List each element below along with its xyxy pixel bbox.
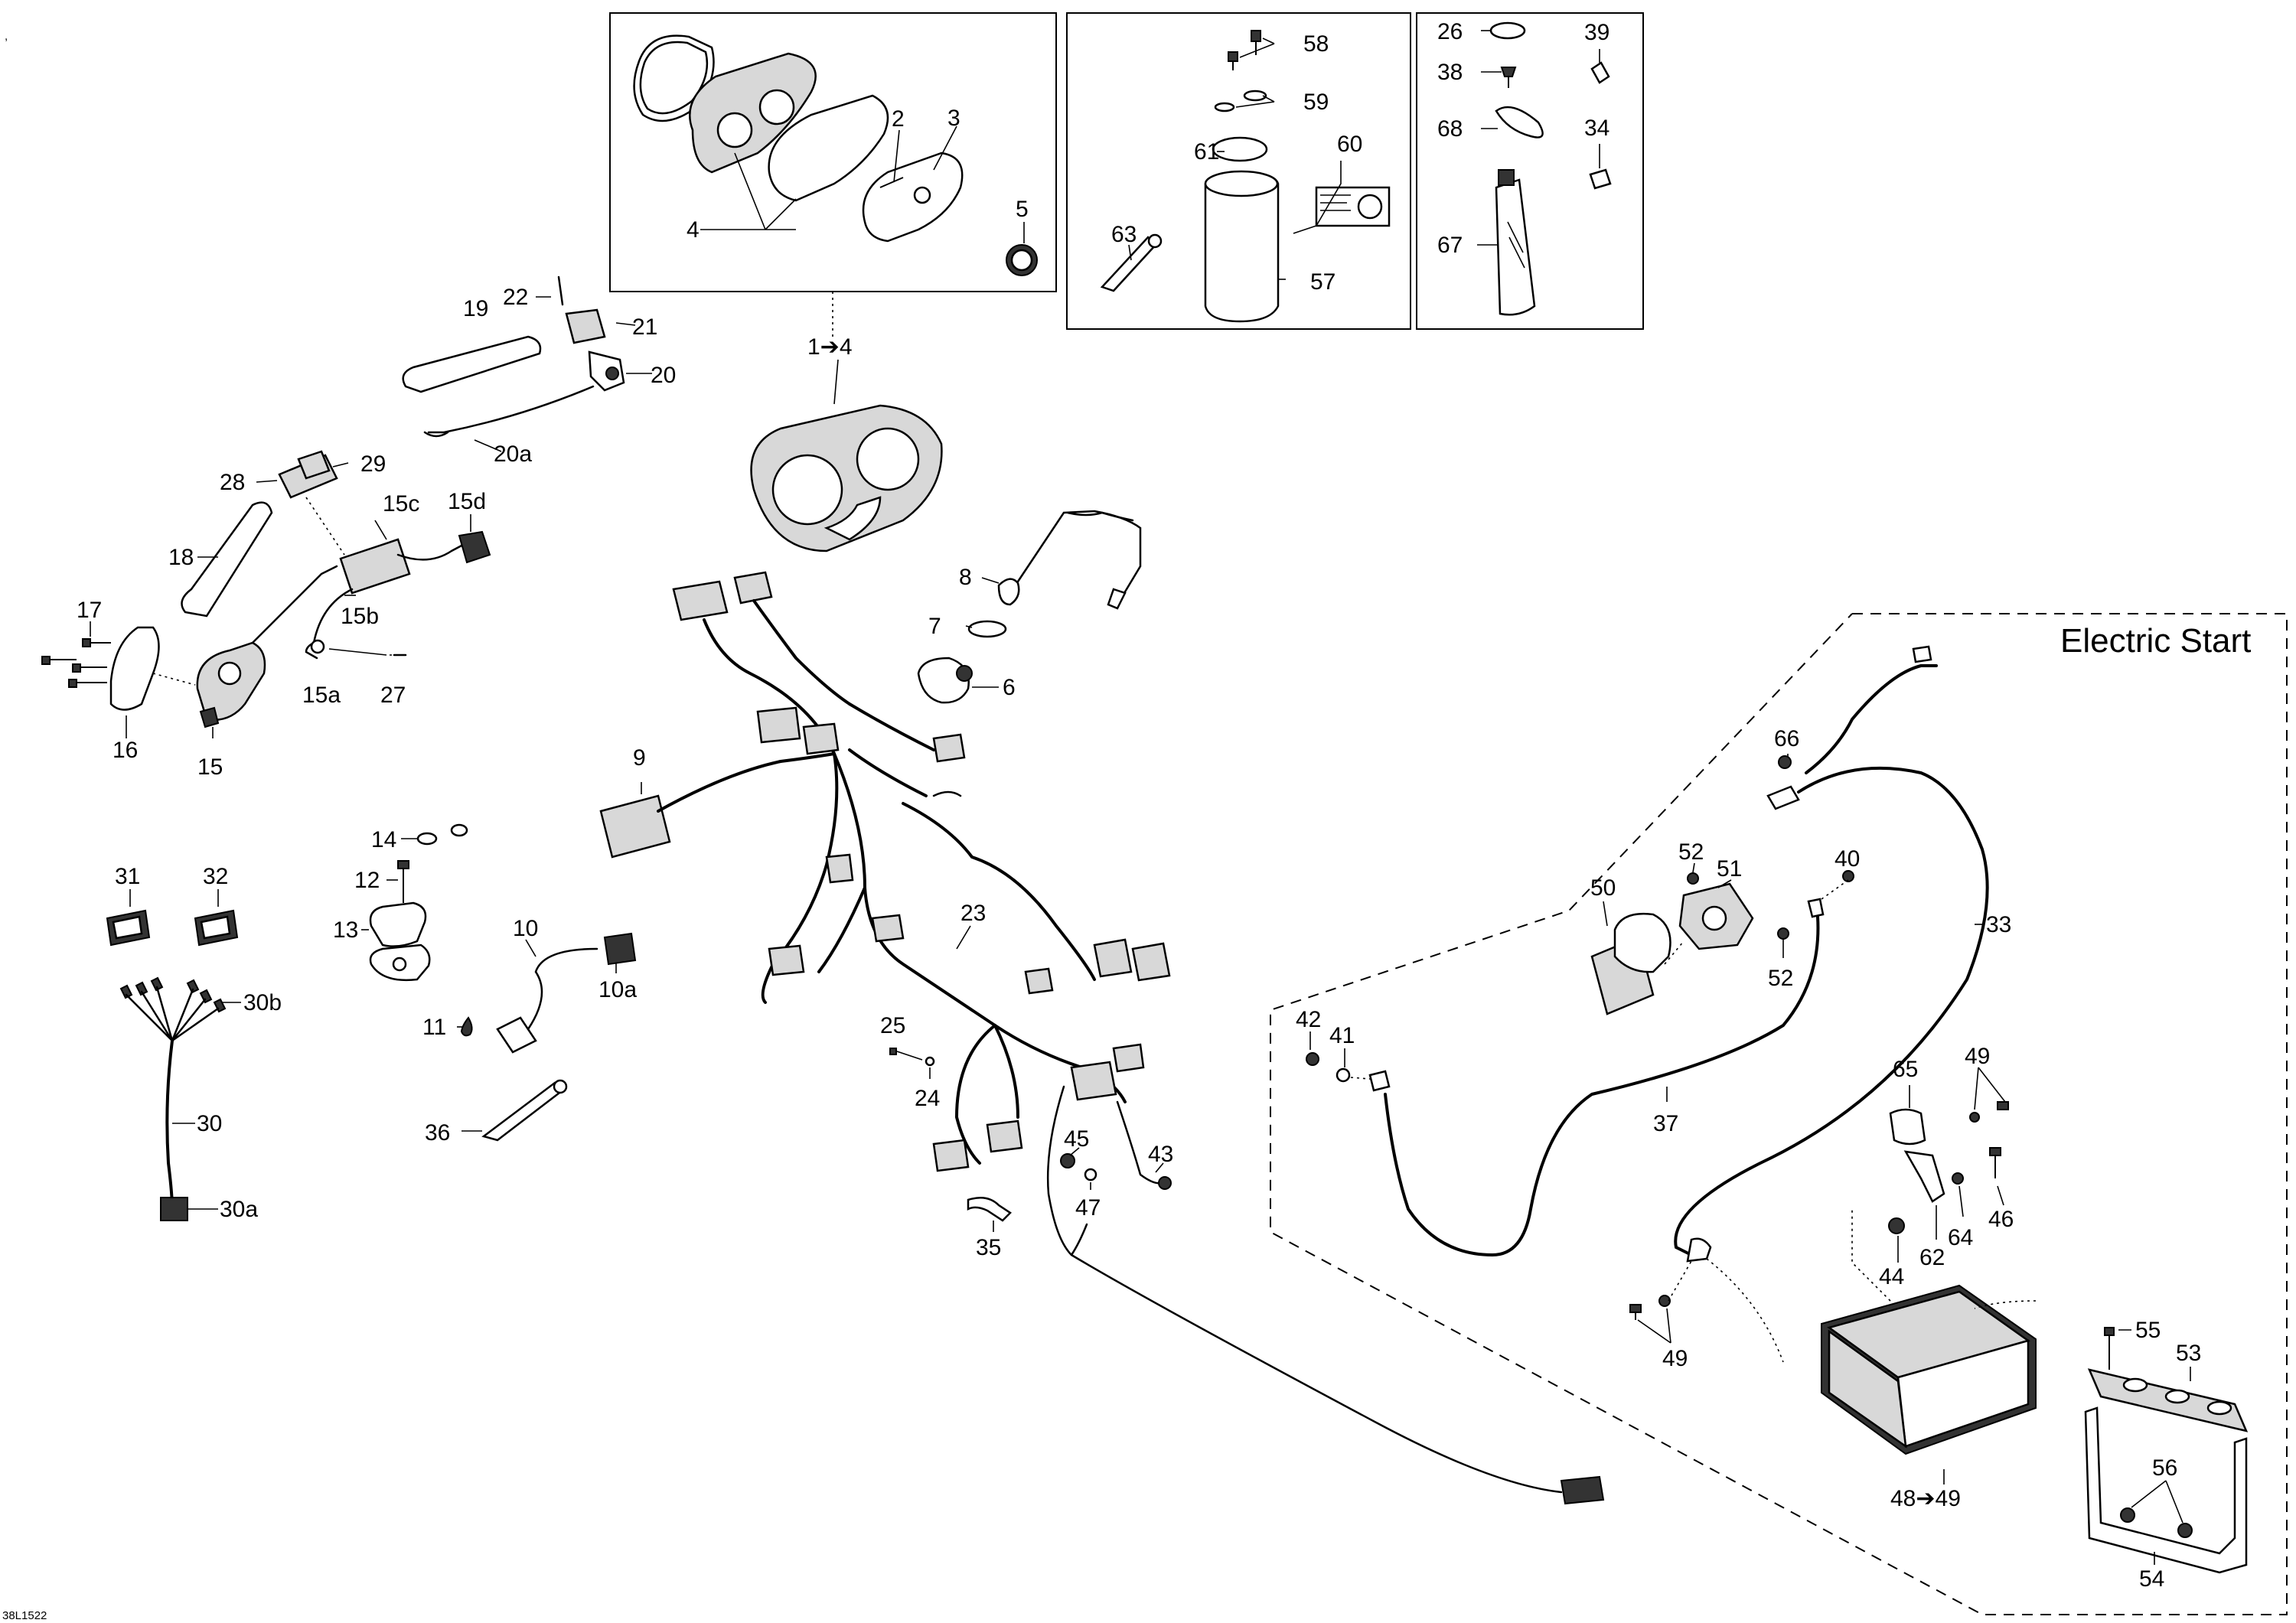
callout-24: 24	[915, 1086, 940, 1111]
callout-16: 16	[113, 738, 138, 763]
callout-64: 64	[1948, 1225, 1973, 1250]
callout-58: 58	[1303, 31, 1329, 57]
callout-52-top: 52	[1678, 839, 1704, 865]
sensor-12-group	[361, 823, 468, 981]
corner-mark: ,	[5, 30, 8, 43]
callout-36: 36	[425, 1120, 450, 1146]
callout-67: 67	[1437, 233, 1463, 258]
callout-48-49: 48➔49	[1890, 1486, 1961, 1511]
callout-39: 39	[1584, 20, 1609, 45]
small-parts-box	[1416, 12, 1644, 330]
callout-10: 10	[513, 916, 538, 941]
callout-7: 7	[928, 614, 941, 639]
callout-4: 4	[687, 217, 700, 243]
callout-47: 47	[1075, 1195, 1101, 1221]
callout-34: 34	[1584, 116, 1609, 141]
oil-filter-kit-box	[1066, 12, 1411, 330]
callout-19: 19	[463, 296, 488, 321]
callout-20a: 20a	[494, 442, 532, 467]
callout-56: 56	[2152, 1455, 2177, 1481]
callout-15c: 15c	[383, 491, 419, 517]
tool-36	[461, 1079, 568, 1142]
instrument-cluster	[750, 359, 943, 552]
callout-63: 63	[1111, 222, 1137, 247]
callout-12: 12	[354, 868, 380, 893]
callout-49-top: 49	[1965, 1044, 1990, 1069]
callout-33: 33	[1986, 912, 2011, 937]
callout-22: 22	[503, 285, 528, 310]
callout-9: 9	[633, 745, 646, 771]
callout-25: 25	[880, 1013, 905, 1038]
callout-32: 32	[203, 864, 228, 889]
callout-15b: 15b	[341, 604, 379, 629]
diagram-reference: 38L1522	[2, 1609, 47, 1622]
callout-6: 6	[1003, 675, 1016, 700]
callout-38: 38	[1437, 60, 1463, 85]
callout-57: 57	[1310, 269, 1336, 295]
callout-31: 31	[115, 864, 140, 889]
callout-65: 65	[1893, 1057, 1918, 1082]
callout-15a: 15a	[302, 683, 341, 708]
callout-49-left: 49	[1662, 1346, 1688, 1371]
callout-52-bottom: 52	[1768, 966, 1793, 991]
callout-53: 53	[2176, 1341, 2201, 1366]
callout-35: 35	[976, 1235, 1001, 1260]
cable-20a	[423, 431, 449, 438]
left-handlebar-group	[41, 275, 652, 738]
callout-10a: 10a	[598, 977, 637, 1002]
callout-13: 13	[333, 917, 358, 943]
callout-17: 17	[77, 598, 102, 623]
callout-1-4: 1➔4	[807, 334, 853, 360]
callout-59: 59	[1303, 90, 1329, 115]
callout-60: 60	[1337, 132, 1362, 157]
callout-61: 61	[1194, 139, 1219, 165]
callout-30a: 30a	[220, 1197, 258, 1222]
callout-5: 5	[1016, 197, 1029, 222]
callout-15: 15	[197, 754, 223, 780]
callout-14: 14	[371, 827, 396, 852]
callout-23: 23	[960, 901, 986, 926]
callout-30b: 30b	[243, 990, 282, 1015]
callout-15d: 15d	[448, 489, 486, 514]
electric-start-section	[1270, 613, 2288, 1615]
callout-27: 27	[380, 683, 406, 708]
callout-66: 66	[1774, 726, 1799, 751]
callout-50: 50	[1590, 875, 1616, 901]
switch-harness-group	[106, 889, 241, 1221]
callout-43: 43	[1148, 1142, 1173, 1167]
callout-40: 40	[1835, 846, 1860, 872]
callout-8: 8	[959, 565, 972, 590]
callout-54: 54	[2139, 1566, 2164, 1592]
key-switch-group	[917, 510, 1142, 704]
callout-29: 29	[360, 451, 386, 477]
callout-68: 68	[1437, 116, 1463, 142]
callout-2: 2	[892, 106, 905, 132]
callout-55: 55	[2135, 1318, 2161, 1343]
callout-62: 62	[1919, 1245, 1945, 1270]
section-title-electric-start: Electric Start	[2060, 622, 2251, 660]
main-wiring-harness	[599, 571, 1605, 1505]
callout-20: 20	[651, 363, 676, 388]
callout-42: 42	[1296, 1007, 1321, 1032]
callout-3: 3	[947, 106, 960, 131]
callout-18: 18	[168, 545, 194, 570]
callout-11: 11	[422, 1015, 446, 1040]
callout-46: 46	[1988, 1207, 2014, 1232]
callout-41: 41	[1329, 1023, 1355, 1048]
callout-labels: 1➔4 2 3 4 5 6 7 8 9 10 10a 11 12 13 14 1…	[2, 19, 2251, 1622]
callout-45: 45	[1064, 1126, 1089, 1152]
callout-28: 28	[220, 470, 245, 495]
callout-30: 30	[197, 1111, 222, 1136]
callout-51: 51	[1717, 856, 1742, 882]
callout-44: 44	[1879, 1264, 1904, 1289]
callout-37: 37	[1653, 1111, 1678, 1136]
gauge-kit-box	[609, 12, 1057, 337]
callout-21: 21	[632, 314, 657, 340]
sensor-10-group	[457, 932, 637, 1054]
callout-26: 26	[1437, 19, 1463, 44]
